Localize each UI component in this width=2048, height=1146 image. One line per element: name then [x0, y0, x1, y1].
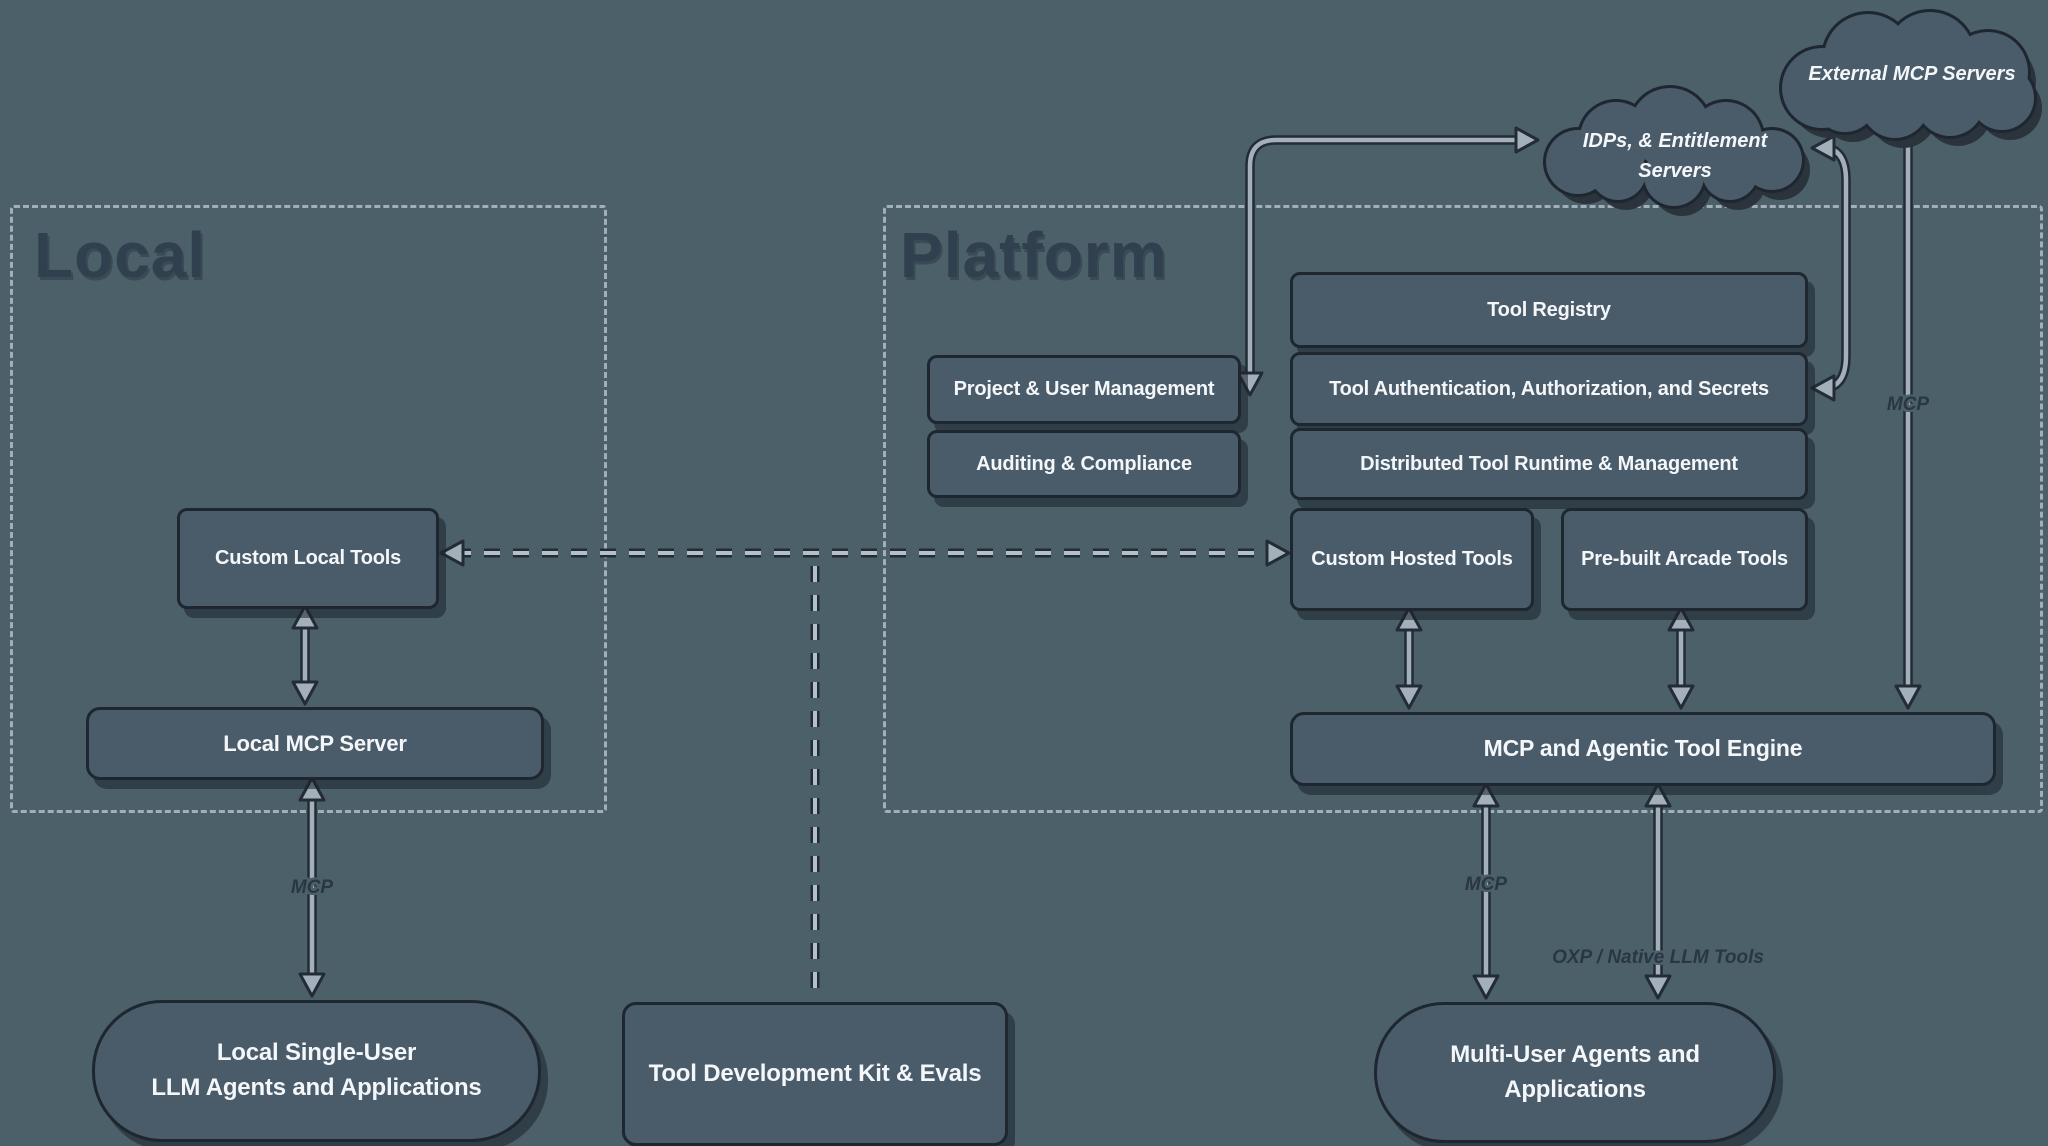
external-mcp-servers-cloud-label: External MCP Servers [1808, 63, 2016, 85]
prebuilt-arcade-tools-node: Pre-built Arcade Tools [1561, 508, 1808, 611]
prebuilt-arcade-tools-label: Pre-built Arcade Tools [1581, 548, 1788, 570]
tool-registry-label: Tool Registry [1487, 298, 1611, 321]
local-agents-label: Local Single-User LLM Agents and Applica… [137, 1032, 495, 1110]
custom-hosted-tools-label: Custom Hosted Tools [1311, 548, 1513, 570]
cloud-external-mcp-servers [1779, 9, 2042, 148]
multi-user-agents-label: Multi-User Agents and Applications [1436, 1034, 1714, 1112]
auditing-compliance-label: Auditing & Compliance [976, 452, 1192, 475]
custom-local-tools-node: Custom Local Tools [177, 508, 439, 609]
local-mcp-server-node: Local MCP Server [86, 707, 544, 780]
arrowhead-right-icon [1265, 539, 1291, 567]
multi-user-agents-node: Multi-User Agents and Applications [1374, 1002, 1776, 1143]
oxp-edge-label: OXP / Native LLM Tools [1552, 947, 1764, 968]
dashed-tools-connector [439, 539, 1291, 998]
local-title: Local [34, 219, 207, 291]
local-agents-node: Local Single-User LLM Agents and Applica… [92, 1000, 541, 1142]
tool-authentication-node: Tool Authentication, Authorization, and … [1290, 352, 1808, 426]
platform-title: Platform [900, 219, 1168, 291]
mcp-edge-label-local: MCP [290, 877, 334, 898]
local-agents-label-line1: Local Single-User [216, 1039, 417, 1067]
mcp-edge-label-external: MCP [1886, 394, 1930, 415]
arrow-mcpserver-localagents [298, 776, 326, 998]
platform-container [883, 205, 2043, 813]
mcp-agentic-engine-label: MCP and Agentic Tool Engine [1483, 735, 1803, 762]
distributed-runtime-node: Distributed Tool Runtime & Management [1290, 428, 1808, 500]
project-user-management-node: Project & User Management [927, 355, 1241, 424]
idps-cloud-label-line1: IDPs, & Entitlement [1582, 130, 1768, 152]
cloud-idps-entitlement [1543, 85, 1810, 216]
custom-hosted-tools-node: Custom Hosted Tools [1290, 508, 1534, 611]
arrowhead-left-icon [439, 539, 465, 567]
multi-user-agents-label-line1: Multi-User Agents and [1450, 1040, 1700, 1068]
auditing-compliance-node: Auditing & Compliance [927, 430, 1241, 498]
arrow-toolauth-idps-right [1810, 134, 1851, 402]
multi-user-agents-label-line2: Applications [1504, 1075, 1646, 1103]
arrow-engine-multiuser-mcp [1472, 782, 1500, 1000]
custom-local-tools-label: Custom Local Tools [214, 547, 402, 569]
idps-cloud-label: IDPs, & Entitlement Servers [1583, 126, 1767, 186]
mcp-edge-label-engine: MCP [1464, 874, 1508, 895]
arrow-prebuilt-engine [1667, 606, 1695, 710]
tool-authentication-label: Tool Authentication, Authorization, and … [1329, 377, 1769, 400]
arrow-hosted-engine [1395, 606, 1423, 710]
mcp-agentic-engine-node: MCP and Agentic Tool Engine [1290, 712, 1996, 786]
local-agents-label-line2: LLM Agents and Applications [151, 1074, 482, 1101]
tool-development-kit-label: Tool Development Kit & Evals [648, 1059, 982, 1087]
arrow-engine-multiuser-oxp [1644, 782, 1672, 1000]
arrow-toolauth-idps-left [1236, 126, 1540, 397]
distributed-runtime-label: Distributed Tool Runtime & Management [1360, 452, 1738, 475]
project-user-management-label: Project & User Management [953, 378, 1215, 400]
idps-cloud-label-line2: Servers [1638, 160, 1712, 182]
arrow-customlocal-mcpserver [291, 604, 319, 706]
local-mcp-server-label: Local MCP Server [223, 730, 407, 756]
tool-development-kit-node: Tool Development Kit & Evals [622, 1002, 1008, 1146]
tool-registry-node: Tool Registry [1290, 272, 1808, 348]
